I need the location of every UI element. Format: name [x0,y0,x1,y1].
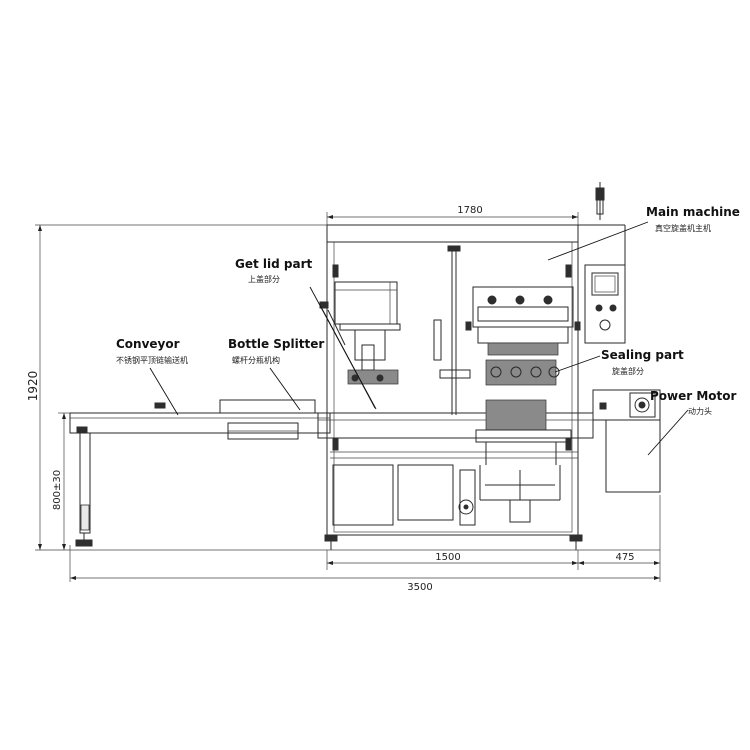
dimension-table-height: 800±30 [52,412,70,550]
label-main-machine-cn: 真空旋盖机主机 [655,223,711,233]
dimension-main-width: 1500 475 [326,495,661,570]
leader-lines [149,221,689,456]
sealing-part [465,286,581,465]
label-bottle-splitter-en: Bottle Splitter [228,337,324,351]
dimension-motor-width-label: 475 [615,552,634,563]
dimension-main-width-label: 1500 [435,552,460,563]
main-machine-frame [317,224,594,550]
label-power-motor: Power Motor 动力头 [650,389,737,416]
dimension-total-height-label: 1920 [26,371,40,402]
label-sealing-part: Sealing part 旋盖部分 [601,348,684,376]
dimension-total-height: 1920 [26,224,580,550]
label-get-lid-part-cn: 上盖部分 [248,274,280,284]
label-sealing-part-en: Sealing part [601,348,684,362]
label-power-motor-cn: 动力头 [688,406,712,416]
power-motor [592,389,661,493]
label-bottle-splitter-cn: 螺杆分瓶机构 [232,355,280,365]
dimension-top-width-label: 1780 [457,205,482,216]
label-main-machine-en: Main machine [646,205,740,219]
label-power-motor-en: Power Motor [650,389,737,403]
label-bottle-splitter: Bottle Splitter 螺杆分瓶机构 [228,337,324,365]
conveyor [69,399,331,547]
label-conveyor: Conveyor 不锈钢平顶链输送机 [116,337,188,365]
dimension-overall-width-label: 3500 [407,582,432,593]
dimension-table-height-label: 800±30 [52,470,63,510]
control-panel [578,182,626,344]
label-conveyor-en: Conveyor [116,337,180,351]
label-sealing-part-cn: 旋盖部分 [612,366,644,376]
dimension-overall-width: 3500 [69,545,661,593]
label-conveyor-cn: 不锈钢平顶链输送机 [116,355,188,365]
label-get-lid-part-en: Get lid part [235,257,313,271]
label-main-machine: Main machine 真空旋盖机主机 [646,205,740,233]
label-get-lid-part: Get lid part 上盖部分 [235,257,313,284]
dimension-top-width: 1780 [326,205,579,225]
get-lid-part [319,245,471,415]
